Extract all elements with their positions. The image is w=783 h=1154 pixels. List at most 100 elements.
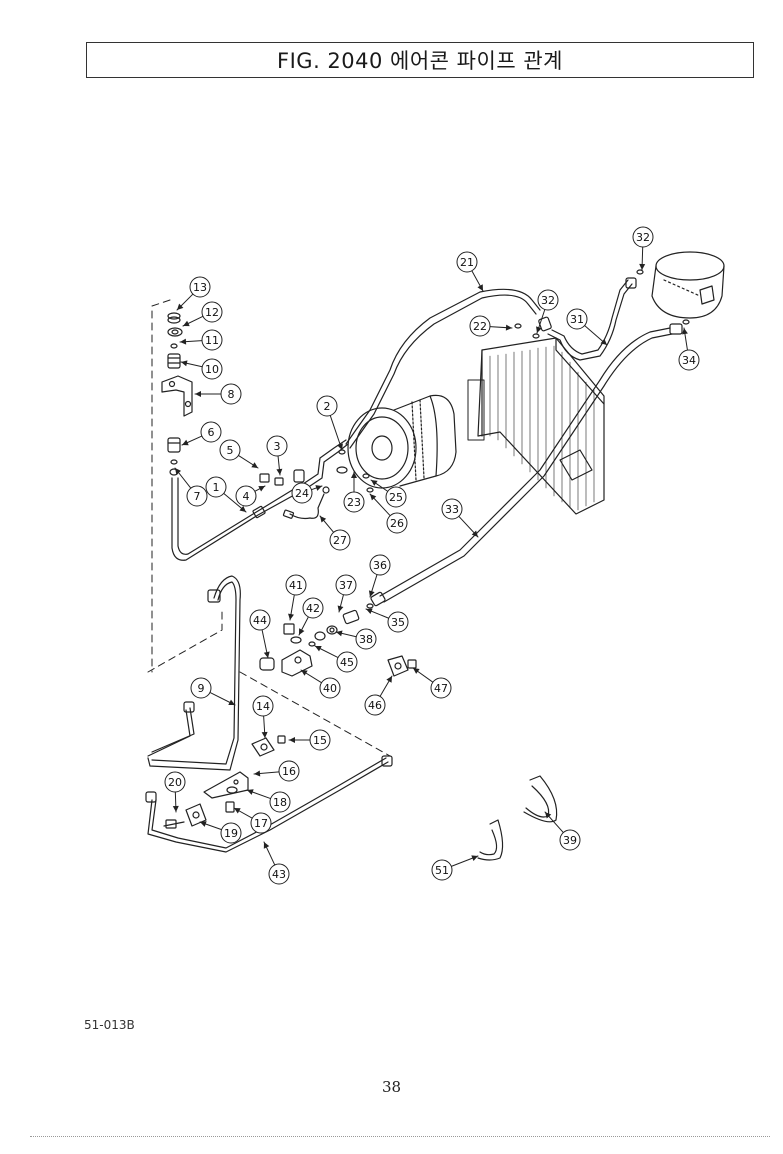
leader-arrowhead bbox=[477, 284, 483, 291]
hose-43 bbox=[145, 755, 393, 853]
callout-c6: 6 bbox=[181, 421, 222, 446]
callout-circle bbox=[343, 491, 365, 513]
leader-arrowhead bbox=[258, 486, 265, 492]
bracket-40-bolts bbox=[259, 623, 313, 677]
callout-c32a: 32 bbox=[536, 289, 559, 334]
callout-c3: 3 bbox=[266, 435, 288, 476]
callout-c14: 14 bbox=[252, 695, 274, 739]
leader-arrowhead bbox=[351, 472, 357, 478]
leader-arrowhead bbox=[288, 613, 294, 620]
callout-c21: 21 bbox=[456, 251, 484, 292]
callout-c26: 26 bbox=[369, 493, 408, 534]
callout-c51: 51 bbox=[431, 855, 479, 881]
callout-number: 22 bbox=[473, 320, 487, 333]
figure-title-text: FIG. 2040 에어콘 파이프 관계 bbox=[277, 49, 563, 73]
leader-arrowhead bbox=[181, 360, 188, 367]
callout-number: 41 bbox=[289, 579, 303, 592]
leader-arrowhead bbox=[180, 338, 187, 345]
leader-arrowhead bbox=[545, 812, 552, 819]
callout-circle bbox=[336, 651, 358, 673]
compressor bbox=[347, 394, 457, 493]
callout-c17: 17 bbox=[233, 807, 272, 834]
fittings-17-20 bbox=[163, 786, 238, 829]
callout-number: 18 bbox=[273, 796, 287, 809]
hose-21 bbox=[345, 288, 541, 449]
callout-c34: 34 bbox=[678, 327, 700, 371]
callout-c32b: 32 bbox=[632, 226, 654, 271]
callout-c38: 38 bbox=[335, 628, 377, 650]
callout-circle bbox=[386, 512, 408, 534]
condenser-core bbox=[467, 337, 605, 515]
dashed-group-outline bbox=[147, 299, 391, 757]
callout-circle bbox=[559, 829, 581, 851]
leader-arrowhead bbox=[299, 628, 305, 635]
callout-c13: 13 bbox=[176, 276, 211, 311]
callout-number: 31 bbox=[570, 313, 584, 326]
callout-c8: 8 bbox=[194, 383, 242, 405]
callout-number: 10 bbox=[205, 363, 219, 376]
page-number: 38 bbox=[381, 1078, 402, 1096]
callout-circle bbox=[316, 395, 338, 417]
callout-circle bbox=[319, 677, 341, 699]
callout-circle bbox=[164, 771, 186, 793]
callout-number: 6 bbox=[208, 426, 215, 439]
callout-circle bbox=[441, 498, 463, 520]
callout-number: 13 bbox=[193, 281, 207, 294]
leader-arrowhead bbox=[371, 480, 378, 486]
leader-arrowhead bbox=[320, 516, 327, 523]
callout-circle bbox=[355, 628, 377, 650]
callout-number: 26 bbox=[390, 517, 404, 530]
leader-arrowhead bbox=[263, 651, 270, 658]
callout-c27: 27 bbox=[319, 515, 351, 551]
fittings-22-32 bbox=[514, 316, 552, 339]
callout-circle bbox=[385, 486, 407, 508]
callout-c45: 45 bbox=[314, 645, 358, 673]
callout-number: 23 bbox=[347, 496, 361, 509]
callout-c22: 22 bbox=[469, 315, 513, 337]
callout-number: 7 bbox=[194, 490, 201, 503]
leader-arrowhead bbox=[471, 530, 478, 537]
leader-arrowhead bbox=[183, 320, 190, 327]
leader-arrowhead bbox=[234, 808, 241, 814]
leader-arrowhead bbox=[239, 505, 246, 512]
callout-number: 44 bbox=[253, 614, 267, 627]
callout-circle bbox=[220, 822, 242, 844]
callout-number: 34 bbox=[682, 354, 696, 367]
callout-circle bbox=[364, 694, 386, 716]
sensor-wire-27 bbox=[282, 486, 330, 520]
callout-c11: 11 bbox=[179, 329, 223, 351]
callout-number: 20 bbox=[168, 776, 182, 789]
leader-arrowhead bbox=[336, 630, 343, 637]
callout-circle bbox=[249, 609, 271, 631]
callout-number: 16 bbox=[282, 765, 296, 778]
callout-circle bbox=[186, 485, 208, 507]
callout-circle bbox=[205, 476, 227, 498]
callout-number: 45 bbox=[340, 656, 354, 669]
callout-number: 17 bbox=[254, 817, 268, 830]
callout-c46: 46 bbox=[364, 675, 393, 716]
callout-number: 35 bbox=[391, 616, 405, 629]
leader-arrowhead bbox=[315, 646, 322, 652]
fittings-35-38 bbox=[308, 603, 374, 647]
callout-c1: 1 bbox=[205, 476, 247, 513]
callout-number: 40 bbox=[323, 682, 337, 695]
callout-number: 39 bbox=[563, 834, 577, 847]
leader-arrowhead bbox=[315, 485, 322, 491]
leader-line bbox=[329, 414, 343, 451]
leader-arrowhead bbox=[263, 842, 270, 849]
callout-c15: 15 bbox=[288, 729, 331, 751]
callout-circle bbox=[220, 383, 242, 405]
callout-circle bbox=[285, 574, 307, 596]
callout-number: 3 bbox=[274, 440, 281, 453]
callout-c20: 20 bbox=[164, 771, 186, 813]
callout-c31: 31 bbox=[566, 308, 608, 346]
callout-circle bbox=[268, 863, 290, 885]
callout-number: 9 bbox=[198, 682, 205, 695]
callout-circle bbox=[235, 485, 257, 507]
callout-c9: 9 bbox=[190, 677, 236, 706]
callout-circle bbox=[430, 677, 452, 699]
callout-number: 2 bbox=[324, 400, 331, 413]
callout-number: 33 bbox=[445, 503, 459, 516]
callout-c43: 43 bbox=[263, 841, 290, 885]
